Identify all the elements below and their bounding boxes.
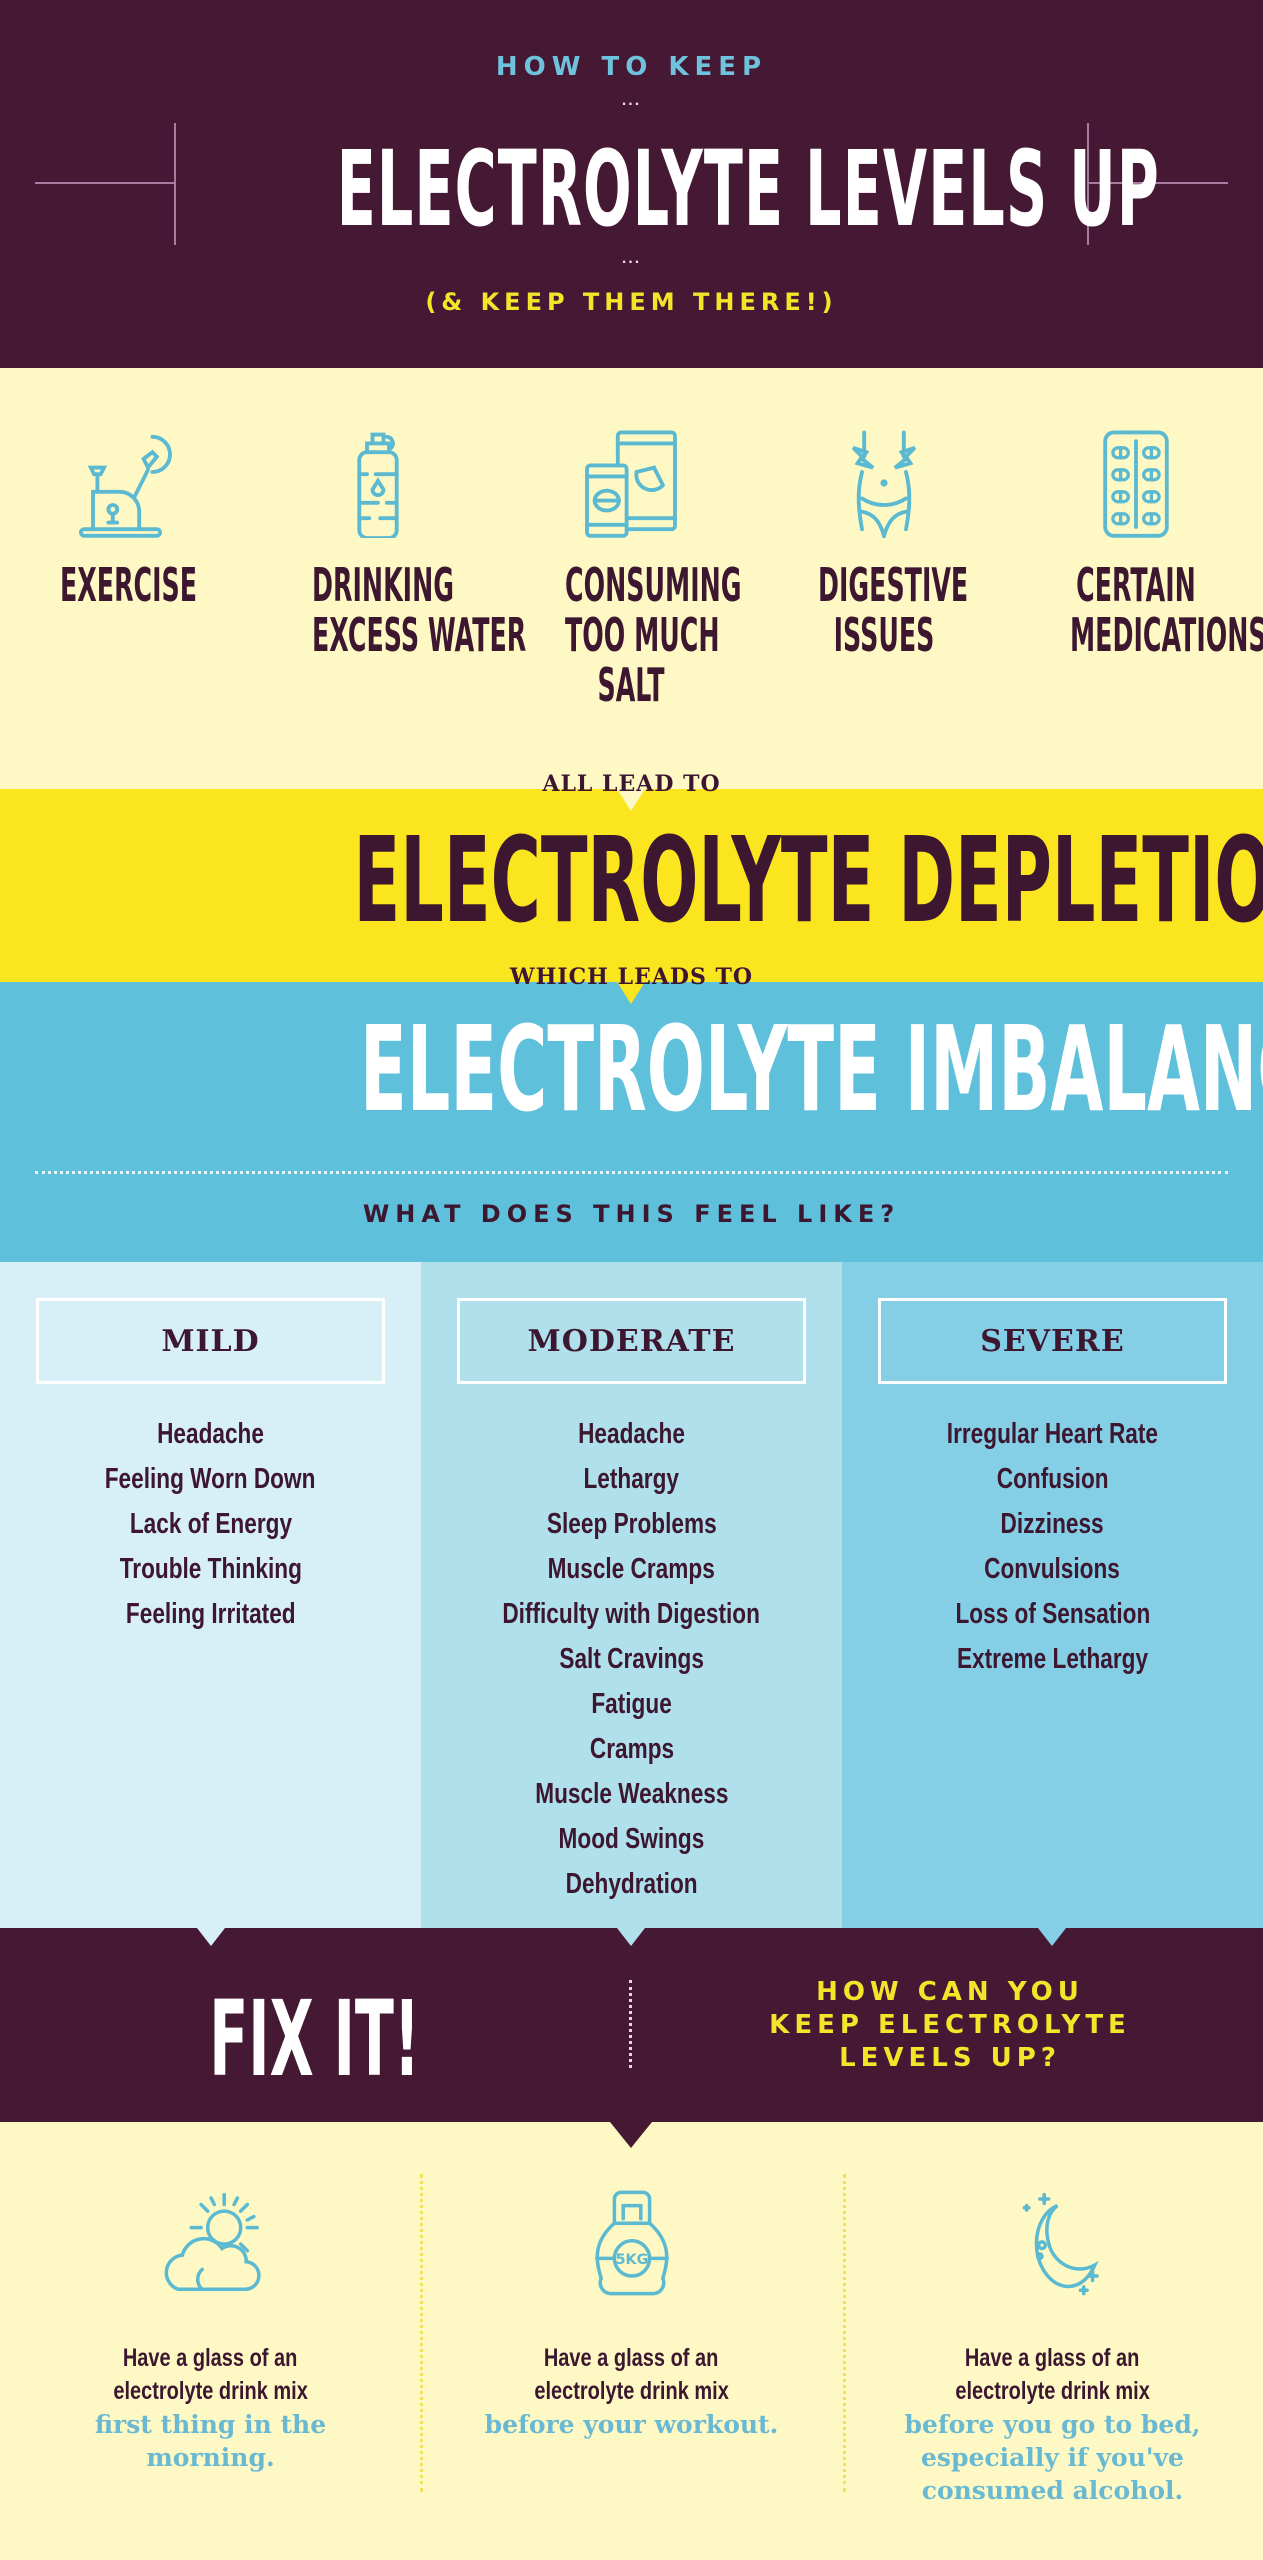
water-bottle-icon — [357, 432, 399, 538]
header-rule-left — [35, 182, 175, 184]
tip-emphasis: before your workout. — [484, 2410, 779, 2439]
cause-exercise: EXERCISE — [6, 428, 246, 610]
page-title: ELECTROLYTE LEVELS UP — [336, 128, 1160, 250]
cause-drinking-water: DRINKING EXCESS WATER — [258, 428, 527, 662]
imbalance-title: ELECTROLYTE IMBALANCE — [359, 1000, 1263, 1138]
list-item: Confusion — [996, 1463, 1109, 1495]
depletion-title: ELECTROLYTE DEPLETION — [353, 811, 1263, 949]
list-item: Headache — [157, 1418, 264, 1450]
arrow-down-icon — [610, 2122, 652, 2148]
list-item: Feeling Irritated — [125, 1598, 296, 1630]
cause-medications: CERTAIN MEDICATIONS — [1016, 428, 1263, 662]
exercise-bike-icon — [79, 434, 172, 538]
list-item: Irregular Heart Rate — [946, 1418, 1159, 1450]
list-item: Mood Swings — [558, 1823, 705, 1855]
cause-label: CERTAIN MEDICATIONS — [1070, 558, 1263, 662]
tip-emphasis: before you go to bed, especially if you'… — [904, 2410, 1201, 2505]
list-item: Lethargy — [583, 1463, 680, 1495]
imbalance-band: WHICH LEADS TO ELECTROLYTE IMBALANCE WHA… — [0, 964, 1263, 1262]
symptom-list: Headache Feeling Worn Down Lack of Energ… — [0, 1412, 421, 1637]
header-banner: HOW TO KEEP ... ELECTROLYTE LEVELS UP ..… — [0, 0, 1263, 368]
fix-question: HOW CAN YOU KEEP ELECTROLYTE LEVELS UP? — [769, 1977, 1131, 2073]
sun-cloud-icon — [164, 2192, 261, 2291]
list-item: Salt Cravings — [559, 1643, 704, 1675]
severity-header: SEVERE — [878, 1298, 1227, 1384]
cause-salt: CONSUMING TOO MUCH SALT — [511, 428, 751, 710]
dotted-divider — [35, 1171, 1228, 1174]
tip-lead: Have a glass of an electrolyte drink mix — [955, 2344, 1150, 2405]
tip-emphasis: first thing in the morning. — [94, 2410, 327, 2472]
cause-label: DRINKING EXCESS WATER — [312, 558, 527, 662]
tip-morning: Have a glass of an electrolyte drink mix… — [0, 2188, 421, 2474]
list-item: Cramps — [589, 1733, 674, 1765]
tip-lead: Have a glass of an electrolyte drink mix — [113, 2344, 308, 2405]
kettlebell-icon: 5KG — [594, 2190, 669, 2296]
tip-workout: 5KG Have a glass of an electrolyte drink… — [421, 2188, 842, 2441]
dotted-divider — [843, 2174, 846, 2492]
list-item: Headache — [578, 1418, 685, 1450]
list-item: Fatigue — [591, 1688, 672, 1720]
cause-label: DIGESTIVE ISSUES — [818, 558, 969, 662]
header-rule-right — [1088, 182, 1228, 184]
cause-label: CONSUMING TOO MUCH SALT — [565, 558, 742, 712]
depletion-lead: ALL LEAD TO — [542, 771, 721, 797]
symptom-list: Irregular Heart Rate Confusion Dizziness… — [842, 1412, 1263, 1682]
moon-stars-icon — [1022, 2192, 1099, 2296]
chips-bags-icon — [585, 430, 677, 538]
fix-title: FIX IT! — [209, 1978, 421, 2100]
dotted-divider — [629, 1980, 632, 2068]
arrow-down-icon — [617, 789, 645, 811]
causes-section: EXERCISE DRINKING EXCESS WATER CONSUMING… — [0, 368, 1263, 789]
list-item: Lack of Energy — [129, 1508, 292, 1540]
severity-header: MILD — [36, 1298, 385, 1384]
tips-section: Have a glass of an electrolyte drink mix… — [0, 2122, 1263, 2560]
list-item: Difficulty with Digestion — [502, 1598, 761, 1630]
cause-digestive: DIGESTIVE ISSUES — [764, 428, 1004, 660]
arrow-down-icon — [617, 1928, 645, 1946]
tip-lead: Have a glass of an electrolyte drink mix — [534, 2344, 729, 2405]
list-item: Feeling Worn Down — [105, 1463, 316, 1495]
pill-pack-icon — [1103, 430, 1169, 538]
feel-question: WHAT DOES THIS FEEL LIKE? — [362, 1200, 901, 1228]
header-subtitle: (& KEEP THEM THERE!) — [425, 288, 838, 316]
severity-column-moderate: MODERATE Headache Lethargy Sleep Problem… — [421, 1262, 842, 1928]
cause-label: EXERCISE — [60, 558, 198, 612]
imbalance-lead: WHICH LEADS TO — [509, 964, 754, 990]
list-item: Muscle Cramps — [547, 1553, 716, 1585]
svg-text:5KG: 5KG — [615, 2252, 648, 2268]
header-kicker: HOW TO KEEP — [495, 52, 768, 82]
arrow-down-icon — [1038, 1928, 1066, 1946]
list-item: Convulsions — [984, 1553, 1121, 1585]
header-dots-top: ... — [621, 92, 642, 109]
header-rule-left-vertical — [174, 123, 176, 245]
list-item: Sleep Problems — [546, 1508, 717, 1540]
severity-column-mild: MILD Headache Feeling Worn Down Lack of … — [0, 1262, 421, 1928]
header-dots-bottom: ... — [621, 250, 642, 267]
list-item: Dehydration — [565, 1868, 698, 1900]
depletion-band: ALL LEAD TO ELECTROLYTE DEPLETION — [0, 771, 1263, 982]
symptom-list: Headache Lethargy Sleep Problems Muscle … — [421, 1412, 842, 1907]
fix-band: FIX IT! HOW CAN YOU KEEP ELECTROLYTE LEV… — [0, 1928, 1263, 2122]
list-item: Muscle Weakness — [534, 1778, 729, 1810]
list-item: Extreme Lethargy — [956, 1643, 1149, 1675]
arrow-down-icon — [617, 982, 645, 1004]
severity-header: MODERATE — [457, 1298, 806, 1384]
header-rule-right-vertical — [1087, 123, 1089, 245]
tip-bedtime: Have a glass of an electrolyte drink mix… — [842, 2188, 1263, 2507]
severity-column-severe: SEVERE Irregular Heart Rate Confusion Di… — [842, 1262, 1263, 1928]
list-item: Loss of Sensation — [955, 1598, 1150, 1630]
arrow-down-icon — [197, 1928, 225, 1946]
list-item: Trouble Thinking — [119, 1553, 302, 1585]
list-item: Dizziness — [1000, 1508, 1105, 1540]
dotted-divider — [420, 2174, 423, 2492]
stomach-pain-icon — [851, 430, 917, 538]
